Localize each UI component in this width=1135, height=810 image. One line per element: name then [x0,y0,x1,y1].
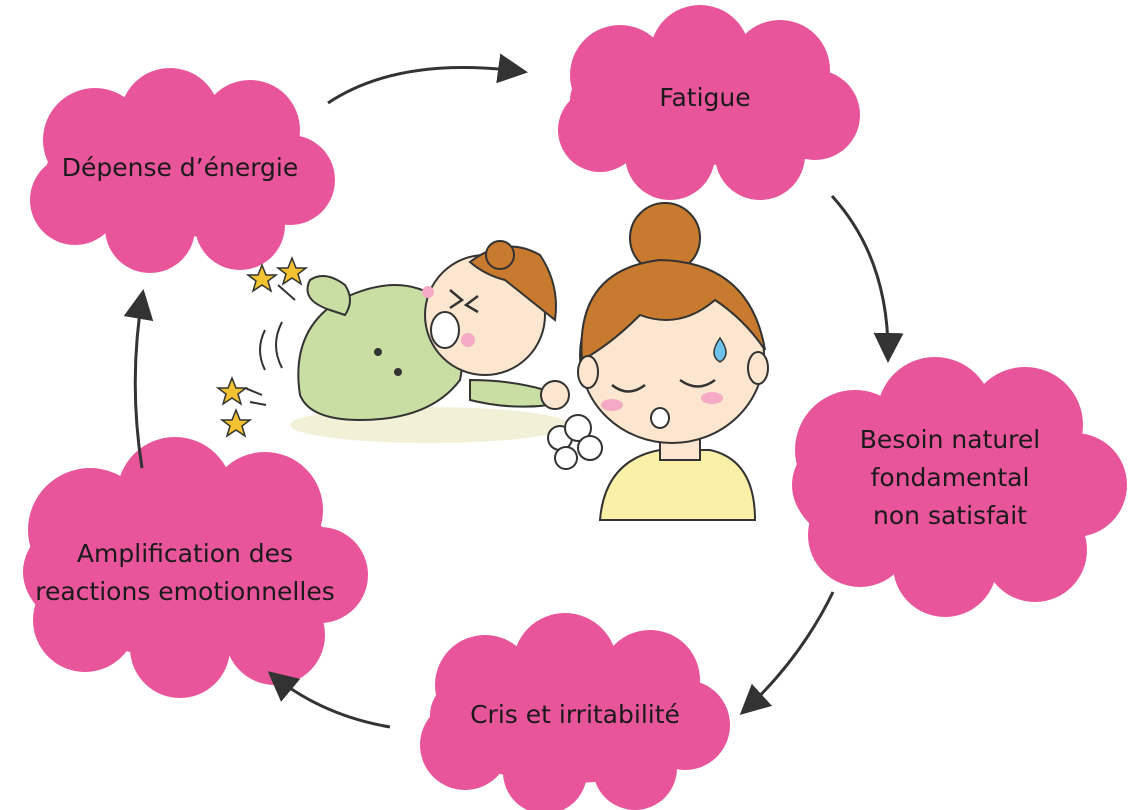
arrow-depense-to-fatigue [328,68,525,103]
arrow-ampli-to-depense [135,292,143,468]
node-label-depense: Dépense d’énergie [30,120,330,215]
arrow-fatigue-to-besoin [832,196,888,360]
arrow-besoin-to-cris [742,592,833,713]
crying-baby-illustration [218,241,570,443]
node-label-besoin: Besoin naturel fondamental non satisfait [800,410,1100,545]
node-label-amplification: Amplification des reactions emotionnelle… [20,505,350,640]
node-label-cris: Cris et irritabilité [425,665,725,765]
tired-mother-illustration [548,203,768,520]
node-label-fatigue: Fatigue [575,50,835,145]
